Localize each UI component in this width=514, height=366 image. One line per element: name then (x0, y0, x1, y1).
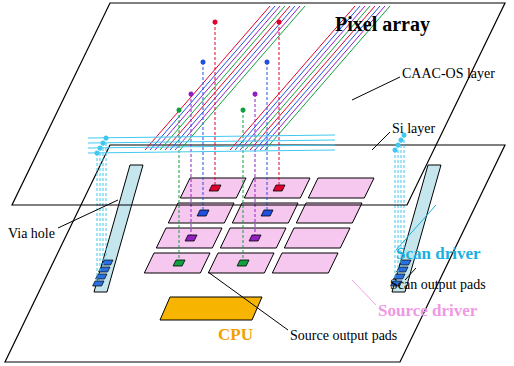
source-output-pad (261, 210, 273, 216)
source-driver-block (180, 178, 246, 198)
cpu-block: CPU (218, 326, 253, 345)
layer-label: Si layer (392, 121, 435, 136)
wiring (88, 6, 407, 281)
scan-line (88, 145, 335, 148)
part-label: Source output pads (290, 328, 397, 343)
via-dot (98, 146, 103, 151)
source-driver-block (144, 253, 210, 273)
part-label: Via hole (8, 226, 55, 241)
via-dot (95, 151, 100, 156)
source-output-pad (237, 260, 249, 266)
scan-line (88, 140, 335, 143)
data-line (145, 6, 270, 150)
source-driver-block (244, 178, 310, 198)
scan-output-pad (93, 281, 104, 286)
via-hole (106, 138, 107, 260)
scan-line (88, 150, 335, 153)
via-hole (97, 153, 98, 281)
source-output-pad (173, 260, 185, 266)
source-output-pad (197, 210, 209, 216)
data-line (150, 6, 275, 150)
source-output-pad (185, 235, 197, 241)
cpu-label: CPU (218, 326, 253, 345)
source-driver-block (156, 228, 222, 248)
source-driver-block (220, 228, 286, 248)
via-dot (177, 108, 182, 113)
via-dot (213, 20, 218, 25)
source-driver-block (308, 178, 374, 198)
leader-line (352, 280, 376, 305)
source-driver-block (208, 253, 274, 273)
via-dot (396, 143, 401, 148)
via-dot (104, 136, 109, 141)
source-driver-block (168, 203, 234, 223)
via-dot (265, 60, 270, 65)
part-label: Scan driver (396, 245, 481, 264)
leader-line (396, 205, 436, 250)
via-hole (179, 110, 180, 260)
via-dot (241, 108, 246, 113)
data-line (175, 6, 300, 150)
leader-line (58, 200, 118, 228)
si-layer (5, 145, 505, 362)
data-line (170, 6, 295, 150)
source-driver-block (284, 228, 350, 248)
part-label: Source driver (378, 302, 477, 321)
via-dot (253, 92, 258, 97)
source-output-pad (273, 185, 285, 191)
via-dot (201, 60, 206, 65)
caac-os-layer (12, 3, 505, 205)
data-line (160, 6, 285, 150)
via-dot (393, 148, 398, 153)
layer-label: CAAC-OS layer (402, 66, 495, 81)
leader-line (372, 132, 390, 150)
layer-title: Pixel array (335, 13, 430, 35)
source-output-pad (249, 235, 261, 241)
data-line (155, 6, 280, 150)
leader-line (352, 77, 400, 100)
via-hole (395, 150, 396, 281)
scan-driver-bar (94, 165, 143, 292)
source-output-pad (209, 185, 221, 191)
via-hole (279, 22, 280, 185)
via-dot (101, 141, 106, 146)
source-driver-block (232, 203, 298, 223)
source-driver-block (296, 203, 362, 223)
source-driver-block (272, 253, 338, 273)
data-line (165, 6, 290, 150)
via-hole (100, 148, 101, 274)
via-hole (203, 62, 204, 210)
data-line (180, 6, 305, 150)
via-hole (215, 22, 216, 185)
via-hole (191, 94, 192, 235)
via-hole (255, 94, 256, 235)
via-dot (277, 20, 282, 25)
pixel-array-layer: Pixel array (335, 13, 430, 35)
via-dot (399, 138, 404, 143)
leader-line (208, 272, 288, 330)
via-dot (189, 92, 194, 97)
scan-line (88, 135, 335, 138)
scan-output-pads (93, 260, 411, 286)
via-hole (243, 110, 244, 260)
part-label: Scan output pads (390, 277, 486, 292)
